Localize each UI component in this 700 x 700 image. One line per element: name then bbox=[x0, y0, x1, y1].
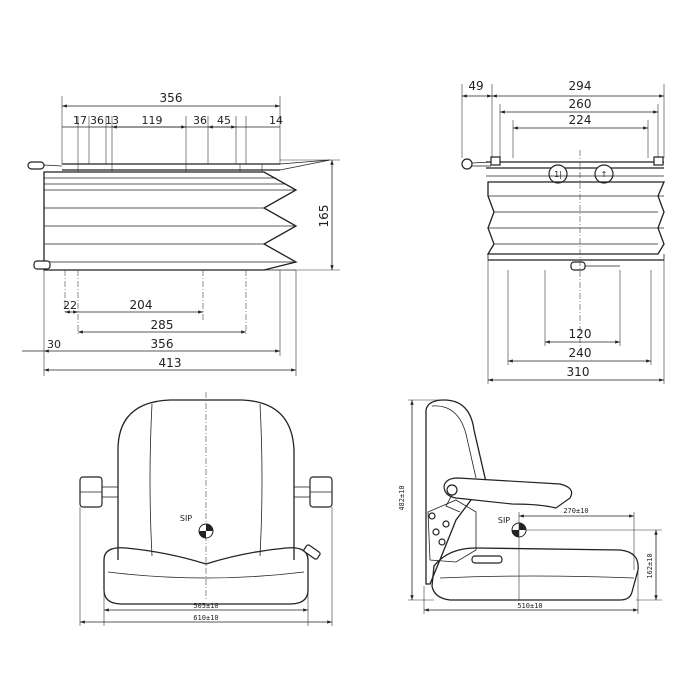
dim-119: 119 bbox=[142, 114, 163, 127]
dim-13: 13 bbox=[105, 114, 119, 127]
seat-side-view: SIP 482±10 270±10 162±10 510±10 bbox=[398, 399, 662, 614]
sip-point-icon bbox=[198, 523, 214, 539]
armrest-right-icon bbox=[294, 476, 333, 508]
dim-30: 30 bbox=[47, 338, 61, 351]
dim-49: 49 bbox=[468, 79, 483, 93]
dim-17: 17 bbox=[73, 114, 87, 127]
dim-165: 165 bbox=[317, 205, 331, 228]
seat-lever-icon bbox=[303, 544, 321, 560]
dim-204: 204 bbox=[130, 298, 153, 312]
dim-285: 285 bbox=[151, 318, 174, 332]
dim-224: 224 bbox=[569, 113, 592, 127]
sip-label-front: SIP bbox=[180, 514, 192, 523]
bellows-front bbox=[43, 171, 298, 271]
bolt-icon bbox=[438, 538, 446, 546]
bellows-side bbox=[486, 175, 665, 255]
dim-294: 294 bbox=[569, 79, 592, 93]
dim-260: 260 bbox=[569, 97, 592, 111]
dim-413: 413 bbox=[159, 356, 182, 370]
recline-mechanism bbox=[427, 499, 477, 563]
bolt-icon bbox=[442, 520, 450, 528]
height-adjust-knob-icon: ↑ bbox=[594, 164, 614, 184]
dim-310: 310 bbox=[567, 365, 590, 379]
suspension-side-view: 1| ↑ bbox=[461, 79, 665, 384]
dim-seat-height: 482±10 bbox=[398, 485, 406, 510]
lever-handle-icon bbox=[27, 161, 63, 170]
weight-adjust-knob-icon: 1| bbox=[548, 164, 568, 184]
height-knob-icon bbox=[33, 260, 51, 270]
dim-356-top: 356 bbox=[160, 91, 183, 105]
dim-sip-vertical: 162±10 bbox=[646, 553, 654, 578]
lever-icon bbox=[461, 158, 492, 170]
bottom-lever-icon bbox=[570, 261, 620, 271]
rail-clip-left-icon bbox=[490, 156, 501, 166]
dim-36b: 36 bbox=[193, 114, 207, 127]
dim-sip-horizontal: 270±10 bbox=[563, 507, 588, 515]
armrest-left-icon bbox=[79, 476, 118, 508]
dim-seat-depth: 510±10 bbox=[517, 602, 542, 610]
dim-240: 240 bbox=[569, 346, 592, 360]
svg-text:↑: ↑ bbox=[601, 170, 608, 179]
dim-45: 45 bbox=[217, 114, 231, 127]
sip-label-side: SIP bbox=[498, 516, 510, 525]
armrest-side-icon bbox=[443, 477, 573, 513]
bolt-icon bbox=[432, 528, 440, 536]
rail-clip-right-icon bbox=[653, 156, 664, 166]
dim-seat-width-cushion: 505±10 bbox=[193, 602, 218, 610]
dim-36a: 36 bbox=[90, 114, 104, 127]
suspension-front-view: 356 17 36 13 119 36 45 14 165 22 204 285… bbox=[22, 91, 340, 376]
dim-seat-width-total: 610±10 bbox=[193, 614, 218, 622]
dim-356-bottom: 356 bbox=[151, 337, 174, 351]
svg-text:1|: 1| bbox=[554, 170, 562, 179]
cushion-lever-icon bbox=[471, 555, 503, 564]
bolt-icon bbox=[428, 512, 436, 520]
seat-front-view: SIP 505±10 610±10 bbox=[79, 392, 333, 626]
dim-14: 14 bbox=[269, 114, 283, 127]
dim-120: 120 bbox=[569, 327, 592, 341]
dim-22: 22 bbox=[63, 299, 77, 312]
